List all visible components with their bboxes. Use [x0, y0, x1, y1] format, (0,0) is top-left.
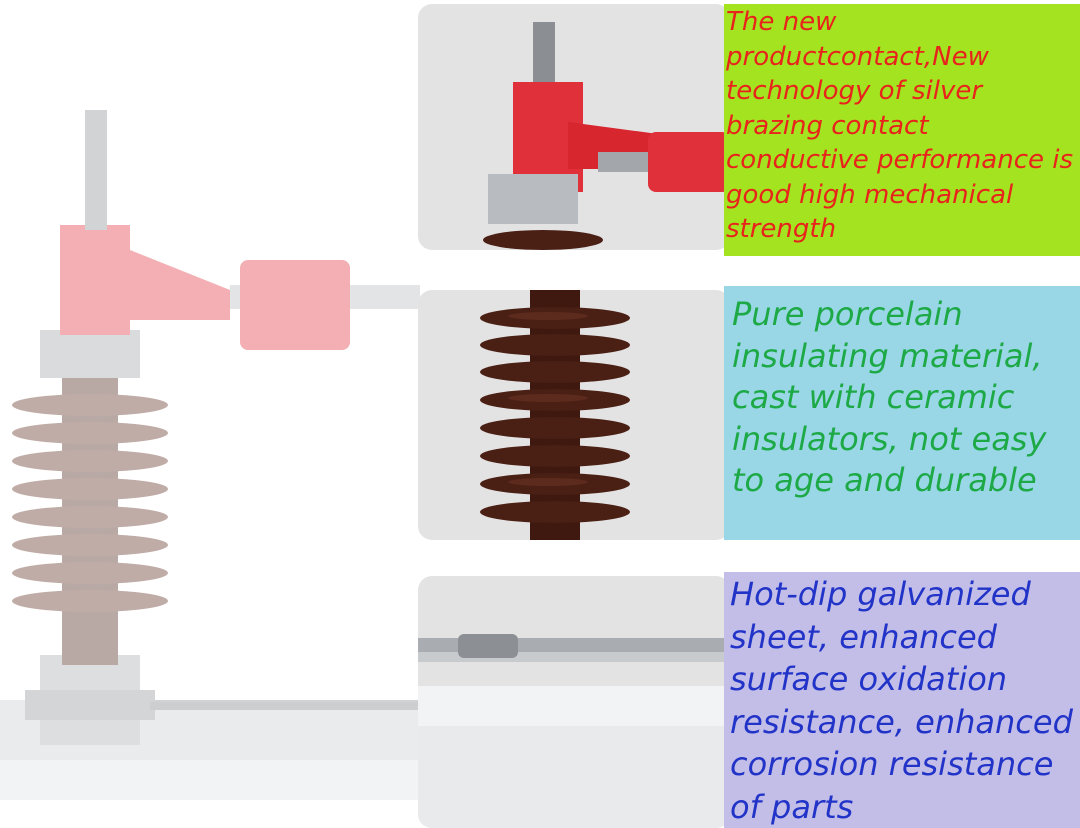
- caption-galvanized: Hot-dip galvanized sheet, enhanced surfa…: [724, 572, 1080, 828]
- porcelain-insulator-detail-image: [418, 290, 730, 540]
- contact-detail-image: [418, 4, 730, 250]
- galvanized-base-detail-image: [418, 576, 730, 828]
- base-illustration: [418, 634, 730, 828]
- insulator-illustration: [480, 290, 630, 540]
- caption-porcelain: Pure porcelain insulating material, cast…: [724, 286, 1080, 540]
- caption-contact: The new productcontact,New technology of…: [724, 4, 1080, 256]
- contact-illustration: [483, 22, 730, 250]
- disconnector-photo-faded: [0, 110, 420, 800]
